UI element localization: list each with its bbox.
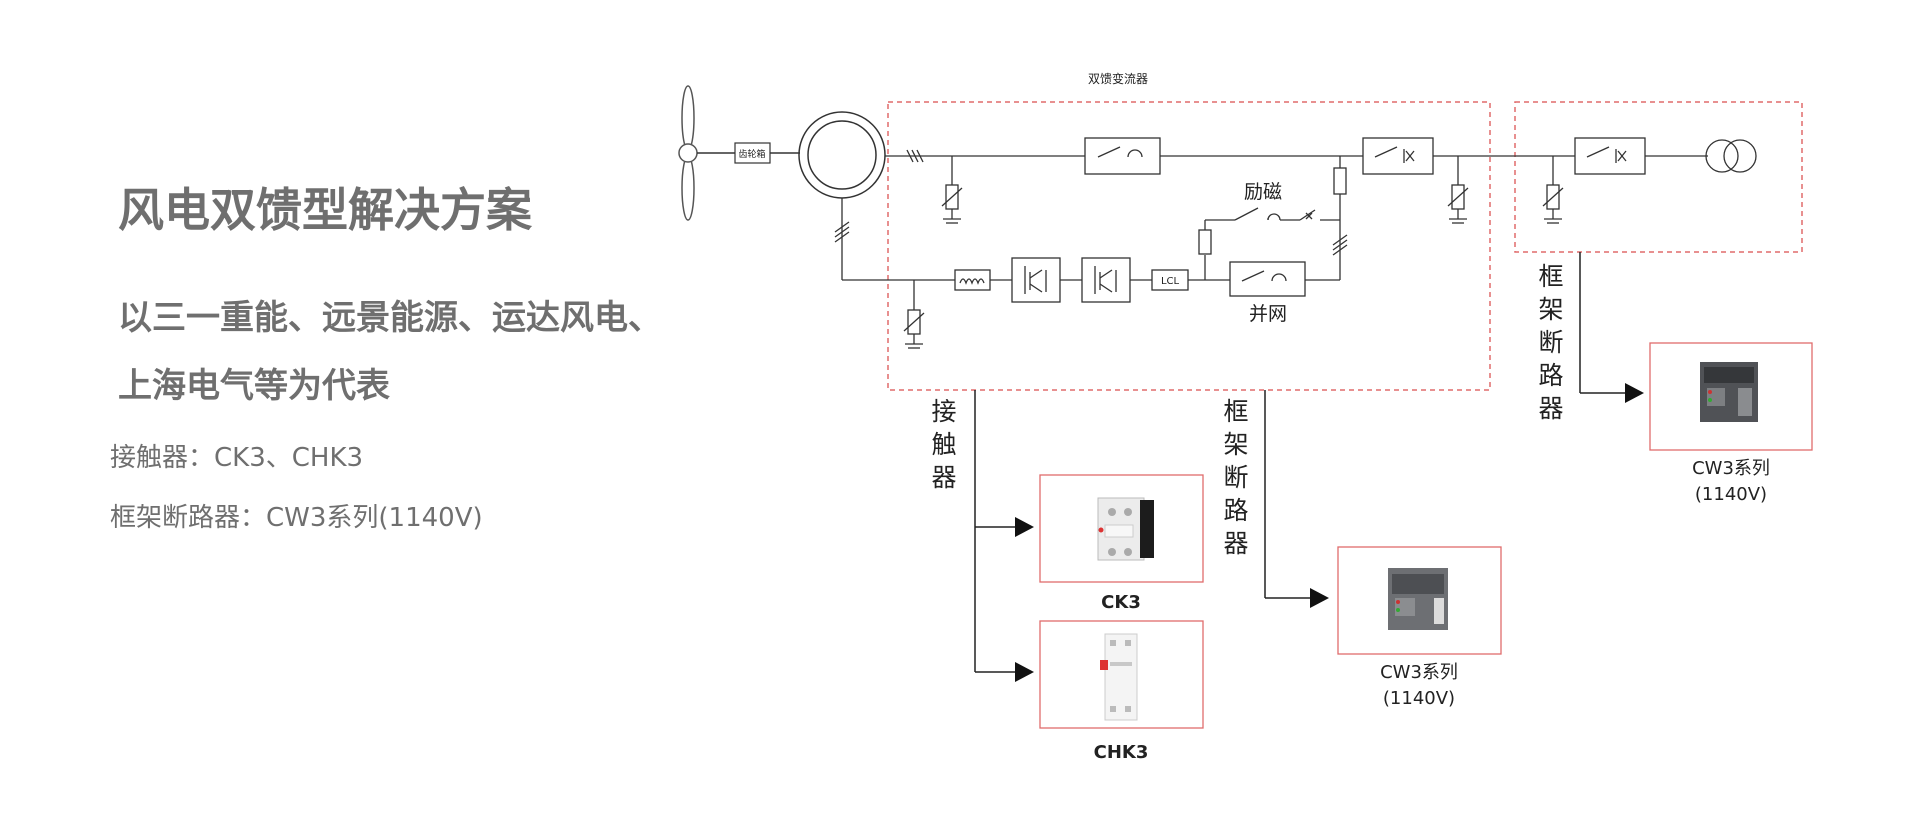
breaker-mid-char-1: 框 (1223, 397, 1248, 426)
lcl-label: LCL (1161, 276, 1180, 287)
generator-icon (798, 111, 886, 199)
breaker-mid-char-5: 器 (1223, 529, 1248, 558)
chk3-contactor-image (1100, 633, 1138, 721)
page-title: 风电双馈型解决方案 (118, 183, 532, 237)
cw3-mid-breaker-image (1388, 568, 1448, 630)
cw3-right-caption-name: CW3系列 (1692, 458, 1770, 479)
wind-turbine-icon (678, 85, 698, 221)
breaker-right-char-5: 器 (1538, 394, 1563, 423)
ck3-caption: CK3 (1101, 592, 1141, 613)
excitation-label: 励磁 (1244, 181, 1282, 203)
contactor-models: 接触器：CK3、CHK3 (110, 443, 364, 473)
subtitle-line-2: 上海电气等为代表 (118, 366, 390, 406)
converter-label: 双馈变流器 (1088, 71, 1148, 86)
breaker-right-char-1: 框 (1538, 262, 1563, 291)
cw3-mid-caption-volt: (1140V) (1383, 688, 1455, 709)
cw3-right-caption-volt: (1140V) (1695, 484, 1767, 505)
grid-boundary (1514, 101, 1803, 253)
chk3-caption: CHK3 (1094, 742, 1149, 763)
grid-connect-label: 并网 (1249, 303, 1287, 325)
cw3-mid-caption-name: CW3系列 (1380, 662, 1458, 683)
breaker-mid-char-4: 路 (1223, 496, 1248, 525)
ck3-contactor-image (1097, 497, 1154, 561)
breaker-models: 框架断路器：CW3系列(1140V) (110, 503, 483, 533)
contactor-vertical-char-2: 触 (931, 430, 956, 459)
breaker-right-char-4: 路 (1538, 361, 1563, 390)
breaker-mid-char-2: 架 (1223, 430, 1248, 459)
breaker-mid-char-3: 断 (1223, 463, 1248, 492)
converter-boundary (887, 101, 1491, 391)
cw3-right-breaker-image (1700, 362, 1758, 422)
subtitle-line-1: 以三一重能、远景能源、运达风电、 (118, 298, 662, 338)
breaker-right-char-3: 断 (1538, 328, 1563, 357)
gearbox-icon (734, 142, 771, 164)
breaker-right-char-2: 架 (1538, 295, 1563, 324)
contactor-vertical-char-3: 器 (931, 463, 956, 492)
gearbox-label: 齿轮箱 (738, 148, 765, 160)
contactor-vertical-char-1: 接 (931, 397, 956, 426)
